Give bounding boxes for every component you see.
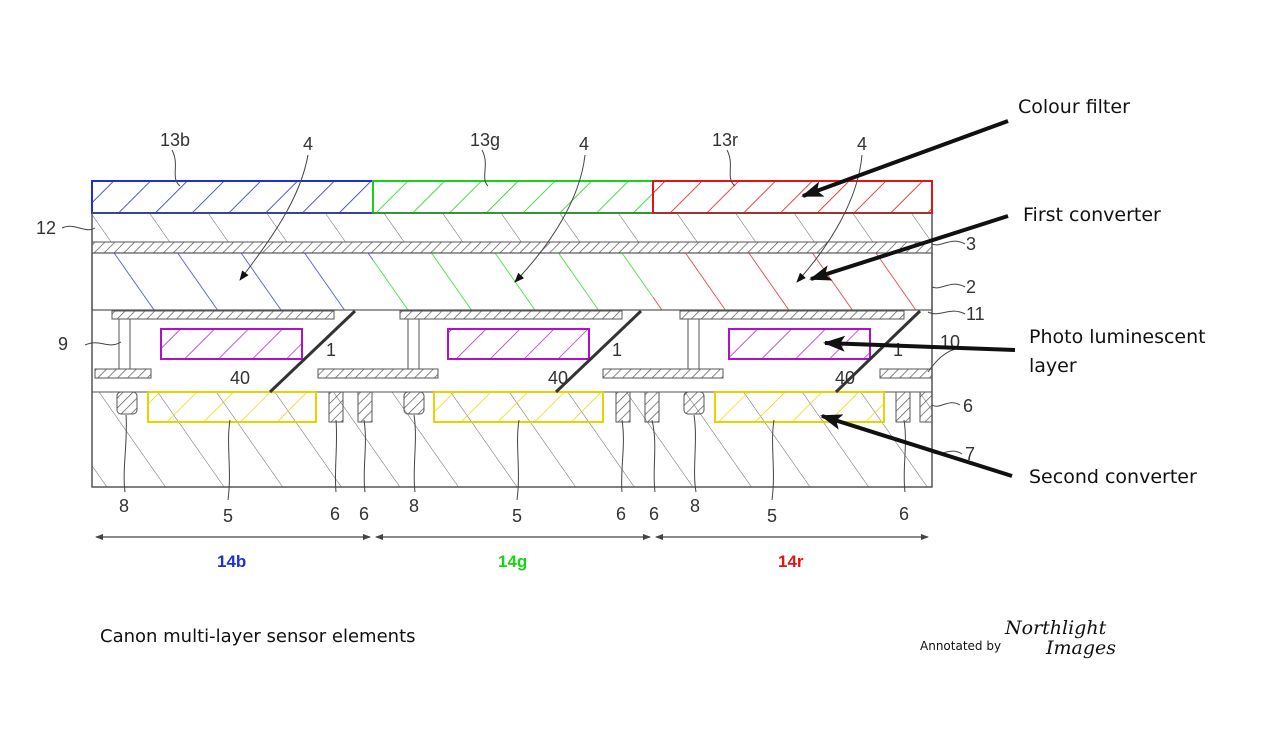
arrow-colour-filter <box>801 119 1009 198</box>
luminescent-layer <box>728 328 871 360</box>
label-40: 40 <box>835 368 855 388</box>
pixel-cells <box>94 309 933 423</box>
label-8: 8 <box>409 496 419 516</box>
layer-12 <box>91 212 933 243</box>
leader-lines <box>61 149 966 501</box>
second-converter <box>714 391 885 423</box>
label-4: 4 <box>303 134 313 154</box>
pixel-label-green: 14g <box>498 552 527 571</box>
contact-6 <box>615 391 631 423</box>
converter-blue <box>92 253 373 310</box>
pixel-label-blue: 14b <box>217 552 246 571</box>
wiring-10 <box>317 368 439 379</box>
luminescent-layer <box>160 328 303 360</box>
label-11: 11 <box>966 304 985 324</box>
label-8: 8 <box>119 496 129 516</box>
label-9: 9 <box>58 334 68 354</box>
label-5: 5 <box>512 506 522 526</box>
annotation-first-converter: First converter <box>1023 204 1161 226</box>
via-9 <box>118 318 131 370</box>
contact-6 <box>919 391 933 423</box>
first-converter-layer <box>91 252 933 311</box>
electrode-1 <box>399 310 623 320</box>
label-40: 40 <box>230 368 250 388</box>
converter-red <box>653 253 932 310</box>
label-1: 1 <box>893 340 903 360</box>
filter-blue <box>91 180 374 214</box>
annotations: Colour filter First converter Photo lumi… <box>801 96 1206 488</box>
label-6: 6 <box>899 504 909 524</box>
via-9 <box>687 318 700 370</box>
arrow-first-converter <box>809 214 1009 281</box>
label-13r: 13r <box>712 130 738 150</box>
label-5: 5 <box>223 506 233 526</box>
label-8: 8 <box>690 496 700 516</box>
label-12: 12 <box>36 218 56 238</box>
arrow-second-converter <box>820 414 1013 478</box>
label-4: 4 <box>857 134 867 154</box>
contact-6 <box>357 391 373 423</box>
label-7: 7 <box>965 444 975 464</box>
caption: Canon multi-layer sensor elements <box>100 626 416 647</box>
label-40: 40 <box>548 368 568 388</box>
arrow-photo-luminescent <box>823 335 1016 352</box>
colour-filter-layer <box>91 180 933 214</box>
label-2: 2 <box>966 277 976 297</box>
converter-green <box>373 253 653 310</box>
annotated-by: Annotated by <box>920 639 1001 653</box>
layer-3 <box>91 241 933 254</box>
label-13b: 13b <box>160 130 190 150</box>
electrode-1 <box>111 310 335 320</box>
annotation-photo-luminescent: Photo luminescent <box>1029 326 1206 348</box>
label-4: 4 <box>579 134 589 154</box>
annotation-second-converter: Second converter <box>1029 466 1197 488</box>
wiring-10 <box>602 368 724 379</box>
label-6: 6 <box>359 504 369 524</box>
contact-6 <box>644 391 660 423</box>
label-1: 1 <box>326 340 336 360</box>
label-6: 6 <box>616 504 626 524</box>
filter-red <box>652 180 933 214</box>
northlight-logo: Northlight Images <box>1004 617 1116 659</box>
wiring-10 <box>879 368 933 379</box>
svg-text:Northlight: Northlight <box>1004 617 1107 639</box>
label-6: 6 <box>330 504 340 524</box>
wiring-10 <box>94 368 152 379</box>
label-3: 3 <box>966 234 976 254</box>
label-1: 1 <box>612 340 622 360</box>
svg-text:Images: Images <box>1045 637 1116 659</box>
label-5: 5 <box>767 506 777 526</box>
via-8 <box>116 391 138 415</box>
electrode-1 <box>679 310 905 320</box>
label-13g: 13g <box>470 130 500 150</box>
label-6: 6 <box>963 396 973 416</box>
second-converter <box>147 391 317 423</box>
contact-6 <box>328 391 344 423</box>
via-9 <box>407 318 420 370</box>
via-8 <box>403 391 425 415</box>
annotation-photo-luminescent-layer: layer <box>1029 355 1077 377</box>
filter-green <box>372 180 654 214</box>
via-8 <box>683 391 705 415</box>
annotation-colour-filter: Colour filter <box>1018 96 1130 118</box>
second-converter <box>433 391 604 423</box>
luminescent-layer <box>447 328 590 360</box>
pixel-label-red: 14r <box>778 552 804 571</box>
label-6: 6 <box>649 504 659 524</box>
pixel-labels: 14b 14g 14r <box>217 552 804 571</box>
contact-6 <box>895 391 911 423</box>
